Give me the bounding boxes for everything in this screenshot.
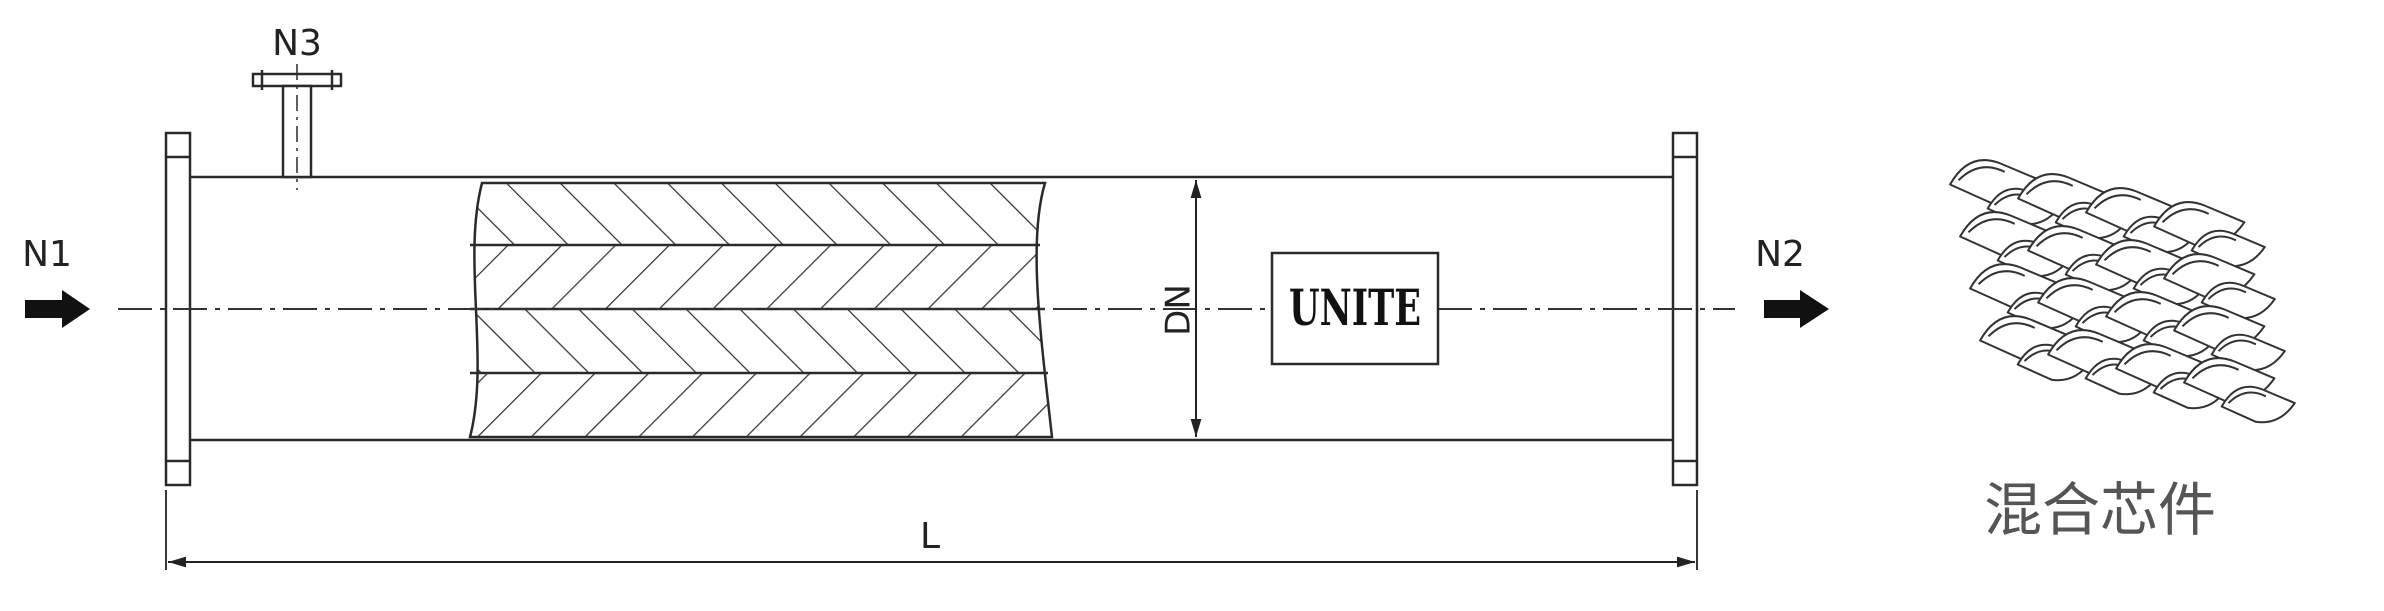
- brand-box: UNITE: [1270, 251, 1440, 366]
- top-nozzle: [251, 64, 343, 190]
- blade-edge: [2191, 364, 2240, 380]
- blade-edge: [2227, 391, 2267, 404]
- blade-edge: [2025, 180, 2074, 196]
- arrow-right-icon: [1764, 290, 1829, 328]
- blade-edge: [2171, 260, 2220, 276]
- blade-edge: [2103, 246, 2152, 262]
- outlet: N2: [1755, 234, 1829, 328]
- blade-edge: [1967, 218, 2016, 234]
- blade-edge: [1977, 270, 2026, 286]
- outlet-label: N2: [1755, 234, 1805, 275]
- element-caption: 混合芯件: [1984, 476, 2216, 544]
- blade-edge: [2055, 336, 2104, 352]
- blade-edge: [2207, 287, 2247, 300]
- inlet-label: N1: [22, 234, 72, 275]
- pipe-body: [188, 175, 1676, 442]
- blade-edge: [2161, 208, 2210, 224]
- corrugated-blade: [2220, 385, 2296, 424]
- brand-label: UNITE: [1289, 278, 1421, 337]
- blade-edge: [2093, 194, 2142, 210]
- blade-edge: [2045, 284, 2094, 300]
- blade-edge: [2035, 232, 2084, 248]
- blade-edge: [1987, 322, 2036, 338]
- blade-edge: [2113, 298, 2162, 314]
- top-nozzle-label: N3: [272, 23, 322, 64]
- blade-edge: [2123, 350, 2172, 366]
- blade-edge: [1957, 166, 2006, 182]
- inlet: N1: [22, 234, 90, 328]
- blade-edge: [2181, 312, 2230, 328]
- diameter-label: DN: [1159, 284, 1199, 336]
- diameter-dimension: DN: [1159, 180, 1202, 437]
- length-dimension: L: [165, 490, 1698, 570]
- arrow-right-icon: [25, 290, 90, 328]
- blade-edge: [2217, 339, 2257, 352]
- mixing-element-illustration: [1949, 159, 2296, 424]
- length-label: L: [920, 516, 940, 557]
- blade-edge: [2197, 235, 2237, 248]
